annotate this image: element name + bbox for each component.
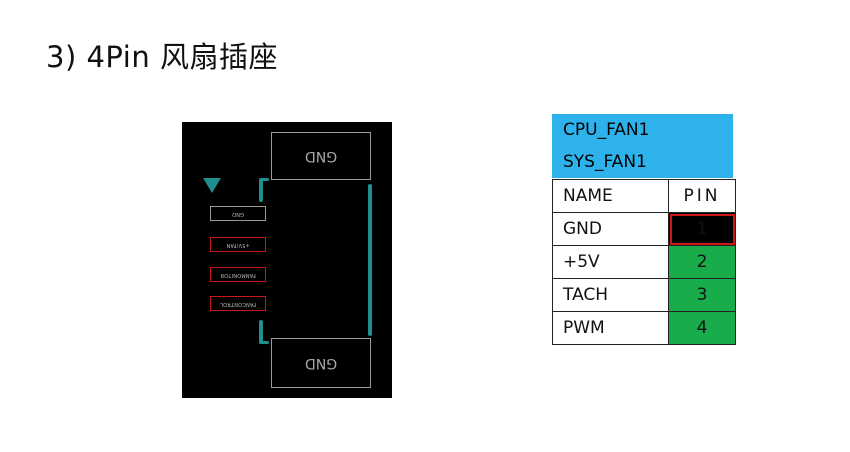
table-row: TACH 3 (552, 278, 736, 312)
row-name: TACH (552, 278, 669, 312)
row-pin: 4 (668, 311, 736, 345)
footprint-pin-2: +5V/FAN (210, 237, 266, 252)
top-gnd-pad-label: GND (304, 148, 338, 164)
table-header-banner: CPU_FAN1 SYS_FAN1 (552, 114, 733, 178)
row-pin: 1 (668, 212, 736, 246)
column-header-name: NAME (552, 179, 669, 213)
bottom-gnd-pad-label: GND (304, 355, 338, 371)
header-line-cpu-fan: CPU_FAN1 (563, 120, 650, 140)
outline-bracket-bottom (259, 320, 263, 344)
table-row: PWM 4 (552, 311, 736, 345)
row-name: +5V (552, 245, 669, 279)
footprint-pin-3-label: FANMONITOR (220, 271, 256, 278)
footprint-pin-3: FANMONITOR (210, 267, 266, 282)
table-row: +5V 2 (552, 245, 736, 279)
table-row: GND 1 (552, 212, 736, 246)
pinout-table: NAME PIN GND 1 +5V 2 TACH 3 PWM 4 (552, 179, 736, 345)
row-name: PWM (552, 311, 669, 345)
slide-title: 3) 4Pin 风扇插座 (46, 40, 278, 74)
bottom-gnd-pad: GND (271, 338, 371, 388)
outline-rail-right (368, 184, 372, 336)
row-name: GND (552, 212, 669, 246)
footprint-pin-4-label: FANCONTROL (220, 300, 256, 307)
footprint-pin-4: FANCONTROL (210, 296, 266, 311)
outline-bracket-bottom-tick (259, 341, 269, 344)
outline-bracket-top (259, 178, 263, 202)
pin1-marker-icon (203, 178, 221, 193)
fan-header-footprint: GND GND +5V/FAN FANMONITOR FANCONTROL GN… (182, 122, 392, 398)
top-gnd-pad: GND (271, 132, 371, 180)
column-header-pin: PIN (668, 179, 736, 213)
table-header-row: NAME PIN (552, 179, 736, 213)
footprint-pin-2-label: +5V/FAN (226, 241, 250, 248)
row-pin: 3 (668, 278, 736, 312)
footprint-pin-1-label: GND (231, 210, 245, 217)
row-pin: 2 (668, 245, 736, 279)
outline-bracket-top-tick (259, 178, 269, 181)
header-line-sys-fan: SYS_FAN1 (563, 152, 647, 172)
footprint-pin-1: GND (210, 206, 266, 221)
